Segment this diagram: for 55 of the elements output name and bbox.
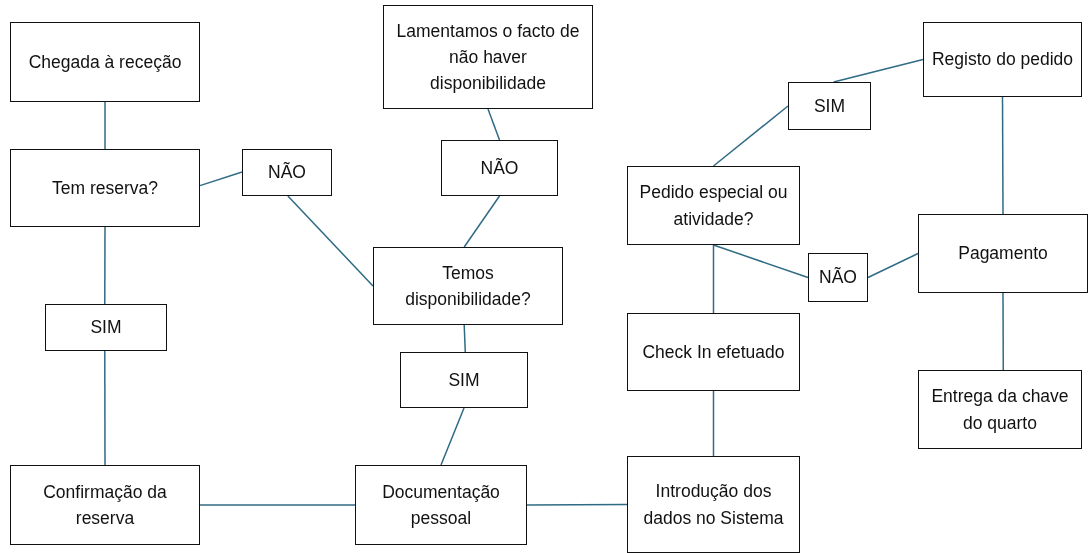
box-label: Pedido especial ou atividade? [638,181,789,231]
process-box [10,22,200,102]
box-label: Documentação pessoal [381,480,501,530]
process-box [918,214,1088,293]
process-box [788,82,871,130]
connector-line [463,324,467,353]
process-box [627,313,800,391]
process-box [441,140,558,196]
process-box [355,465,527,545]
connector-line [487,108,501,141]
box-label: SIM [90,316,122,340]
box-label: Entrega da chave do quarto [930,385,1070,435]
connector-line [867,252,919,279]
process-box [400,352,528,408]
process-box [923,22,1082,97]
box-label: Confirmação da reserva [42,480,168,530]
connector-line [104,101,106,150]
connector-line [104,350,106,466]
connector-line [199,171,243,187]
process-box [10,465,200,545]
box-label: Registo do pedido [931,48,1074,72]
process-box [10,149,200,227]
connector-line [832,58,924,83]
box-label: Tem reserva? [52,176,158,200]
process-box [808,253,868,302]
process-box [45,304,167,351]
box-label: Introdução dos dados no Sistema [642,480,785,530]
connector-line [287,195,374,287]
box-label: NÃO [480,156,519,180]
process-box [627,456,800,553]
connector-line [463,195,501,248]
connector-line [440,407,465,466]
process-box [627,166,800,245]
connector-line [1001,96,1004,215]
connector-line [104,226,106,305]
box-label: Temos disponibilidade? [404,261,532,311]
connector-line [526,503,628,506]
connector-line [712,105,789,167]
connector-line [712,244,715,314]
connector-line [1002,292,1005,371]
connector-line [199,504,356,506]
process-box [918,370,1082,449]
box-label: Lamentamos o facto de não haver disponibilidade [395,19,581,96]
connector-line [712,390,715,457]
box-label: NÃO [819,266,857,290]
box-label: Check In efetuado [642,340,785,364]
box-label: SIM [813,94,846,118]
box-label: SIM [448,368,480,392]
box-label: Pagamento [958,242,1048,266]
connector-line [712,244,809,279]
box-label: NÃO [268,161,306,185]
box-label: Chegada à receção [28,50,182,74]
process-box [383,5,593,109]
process-box [242,149,332,196]
process-box [373,247,563,325]
